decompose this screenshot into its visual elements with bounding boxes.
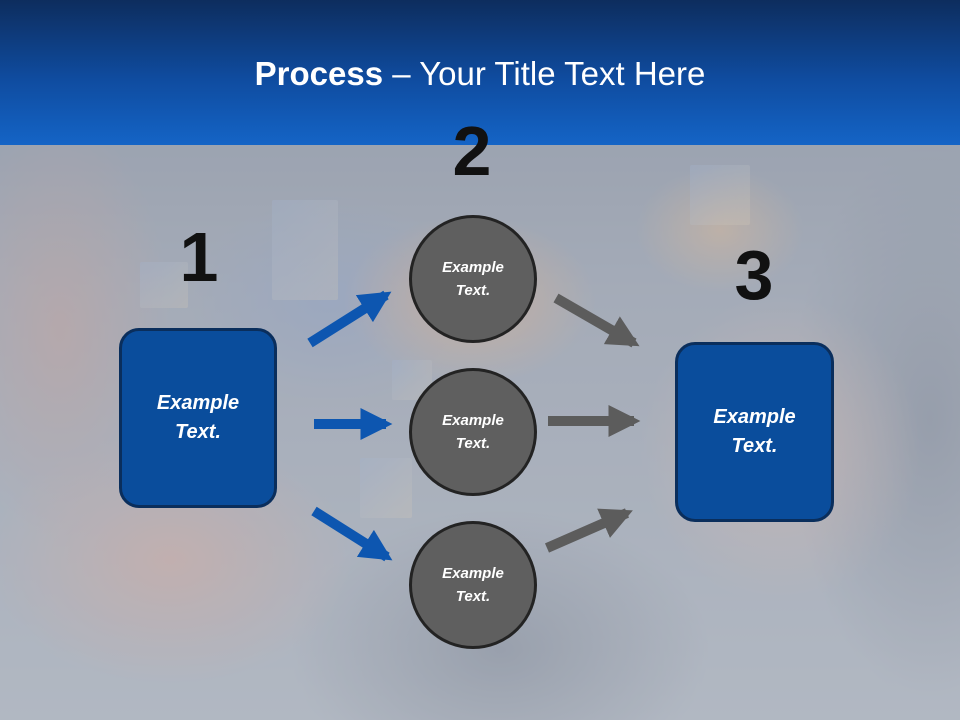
- circle-top-text: Example Text.: [442, 259, 504, 299]
- step-number-1: 1: [179, 218, 219, 296]
- circle-bottom[interactable]: Example Text.: [409, 521, 537, 649]
- slide-title: Process – Your Title Text Here: [0, 52, 960, 96]
- left-process-box[interactable]: Example Text.: [119, 328, 277, 508]
- left-box-text: Example Text.: [156, 392, 240, 443]
- circle-middle[interactable]: Example Text.: [409, 368, 537, 496]
- arrow-box-to-top-circle: [307, 290, 392, 348]
- right-box-text: Example Text.: [713, 406, 796, 457]
- circle-middle-text: Example Text.: [442, 412, 504, 452]
- step-number-3: 3: [734, 236, 774, 314]
- title-bold-part: Process: [254, 55, 384, 92]
- arrow-top-circle-to-right-box: [553, 293, 640, 348]
- title-rest-part: – Your Title Text Here: [383, 55, 706, 92]
- right-process-box[interactable]: Example Text.: [675, 342, 834, 522]
- arrow-bottom-circle-to-right-box: [544, 508, 633, 553]
- circle-top[interactable]: Example Text.: [409, 215, 537, 343]
- arrow-box-to-bottom-circle: [311, 506, 393, 562]
- header-band: [0, 0, 960, 145]
- circle-bottom-text: Example Text.: [442, 565, 504, 605]
- step-number-2: 2: [452, 112, 492, 190]
